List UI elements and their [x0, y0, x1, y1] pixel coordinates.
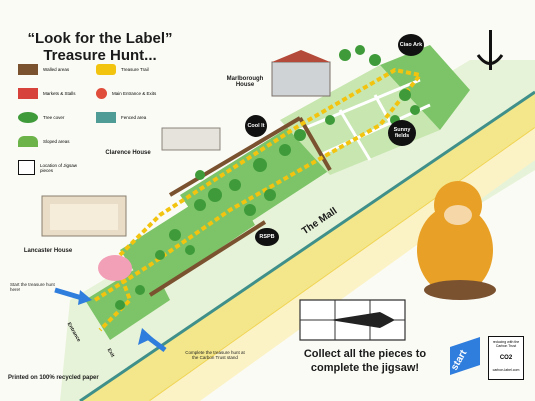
pig-sculpture [98, 255, 132, 281]
cool-it-bubble: Cool It [245, 115, 267, 137]
walled-area-swatch [18, 64, 38, 75]
monkey-face [444, 205, 472, 225]
collect-jigsaw-callout: Collect all the pieces to complete the j… [303, 348, 427, 374]
legend-jigsaw-location: Location of Jigsaw pieces [18, 160, 88, 175]
start-hint-label: Start the treasure hunt here! [10, 282, 55, 292]
fenced-area-swatch [96, 112, 116, 123]
start-arrow [54, 287, 83, 301]
legend-walled-areas: Walled areas [18, 64, 69, 75]
park-background [60, 60, 535, 401]
jigsaw-silhouette [330, 312, 395, 328]
carbon-label-badge: reducing with the Carbon Trust CO2 carbo… [488, 336, 524, 380]
jigsaw-location-icon [18, 160, 35, 175]
clarence-house-label: Clarence House [105, 150, 151, 156]
rspb-bubble: RSPB [255, 228, 279, 246]
monkey-body [417, 205, 493, 295]
lancaster-house-columns [50, 204, 118, 230]
lancaster-house-label: Lancaster House [23, 248, 73, 254]
start-arrow-head [78, 290, 92, 305]
marlborough-house-building [271, 61, 331, 97]
the-mall-edge-top [79, 90, 535, 401]
tree-cluster [115, 45, 420, 310]
clarence-house-building [161, 127, 221, 151]
tree-stump [424, 280, 496, 300]
marlborough-house-label: Marlborough House [226, 76, 264, 88]
legend-markets: Markets & Stalls [18, 88, 76, 99]
footprint-entrance-icon [96, 88, 107, 99]
park-green-east [380, 45, 470, 130]
market-stall-icon [18, 88, 38, 99]
start-badge: start [449, 337, 480, 375]
legend-tree-cover: Tree cover [18, 112, 64, 123]
tree-icon [18, 112, 38, 123]
park-green-central [180, 120, 330, 245]
legend-fenced-area: Fenced area [96, 112, 146, 123]
title-line-1: “Look for the Label” [27, 30, 173, 47]
compass-anchor-icon [476, 30, 504, 70]
legend-treasure-trail: Treasure Trail [96, 64, 149, 75]
ciao-ark-bubble: Ciao Ark [398, 34, 424, 56]
garden-wall [148, 116, 332, 297]
finish-arrow-head [138, 328, 153, 345]
marlborough-house-roof [272, 50, 330, 62]
legend-entrances: Main Entrance & Exits [96, 88, 156, 99]
page-title: “Look for the Label” Treasure Hunt... [10, 30, 190, 64]
slope-icon [18, 136, 38, 147]
footprints-icon [96, 64, 116, 75]
complete-hint-label: Complete the treasure hunt at the Carbon… [185, 350, 245, 360]
title-line-2: Treasure Hunt... [43, 47, 157, 64]
legend-sloped-areas: Sloped areas [18, 136, 70, 147]
garden-paths [299, 78, 431, 161]
recycled-paper-note: Printed on 100% recycled paper [8, 375, 99, 381]
sunny-fields-bubble: Sunny fields [388, 120, 416, 146]
